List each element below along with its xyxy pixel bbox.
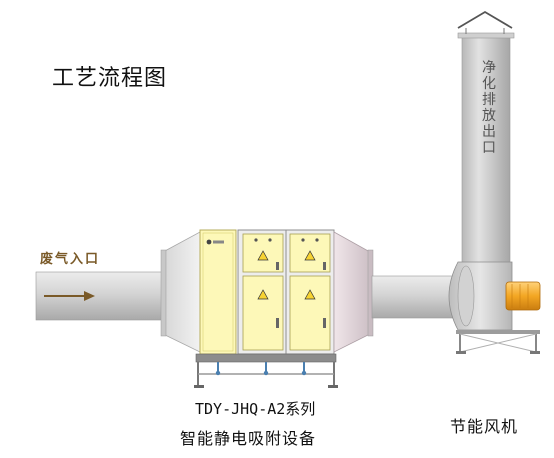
inlet-label: 废气入口	[40, 252, 101, 267]
flow-arrow-icon	[44, 291, 95, 301]
electrostatic-cabinet	[237, 229, 335, 355]
inlet-hood	[160, 231, 201, 353]
outlet-hood	[333, 231, 374, 353]
equipment-label: 智能静电吸附设备	[180, 429, 317, 448]
outlet-label: 净化排放出口	[482, 60, 496, 156]
chimney-cap-icon	[457, 10, 513, 34]
fan-motor	[505, 281, 541, 311]
filter-panel	[199, 229, 237, 355]
model-label: TDY-JHQ-A2系列	[195, 400, 316, 418]
control-switch-icon	[254, 238, 326, 328]
diagram-title: 工艺流程图	[52, 66, 168, 91]
equipment-base-frame	[194, 353, 338, 388]
fan-housing	[448, 261, 513, 331]
fan-label: 节能风机	[450, 417, 519, 436]
brand-logo-icon	[206, 239, 224, 245]
exhaust-chimney	[457, 32, 515, 288]
warning-triangle-icon	[257, 250, 316, 300]
fan-base-frame	[456, 330, 540, 354]
